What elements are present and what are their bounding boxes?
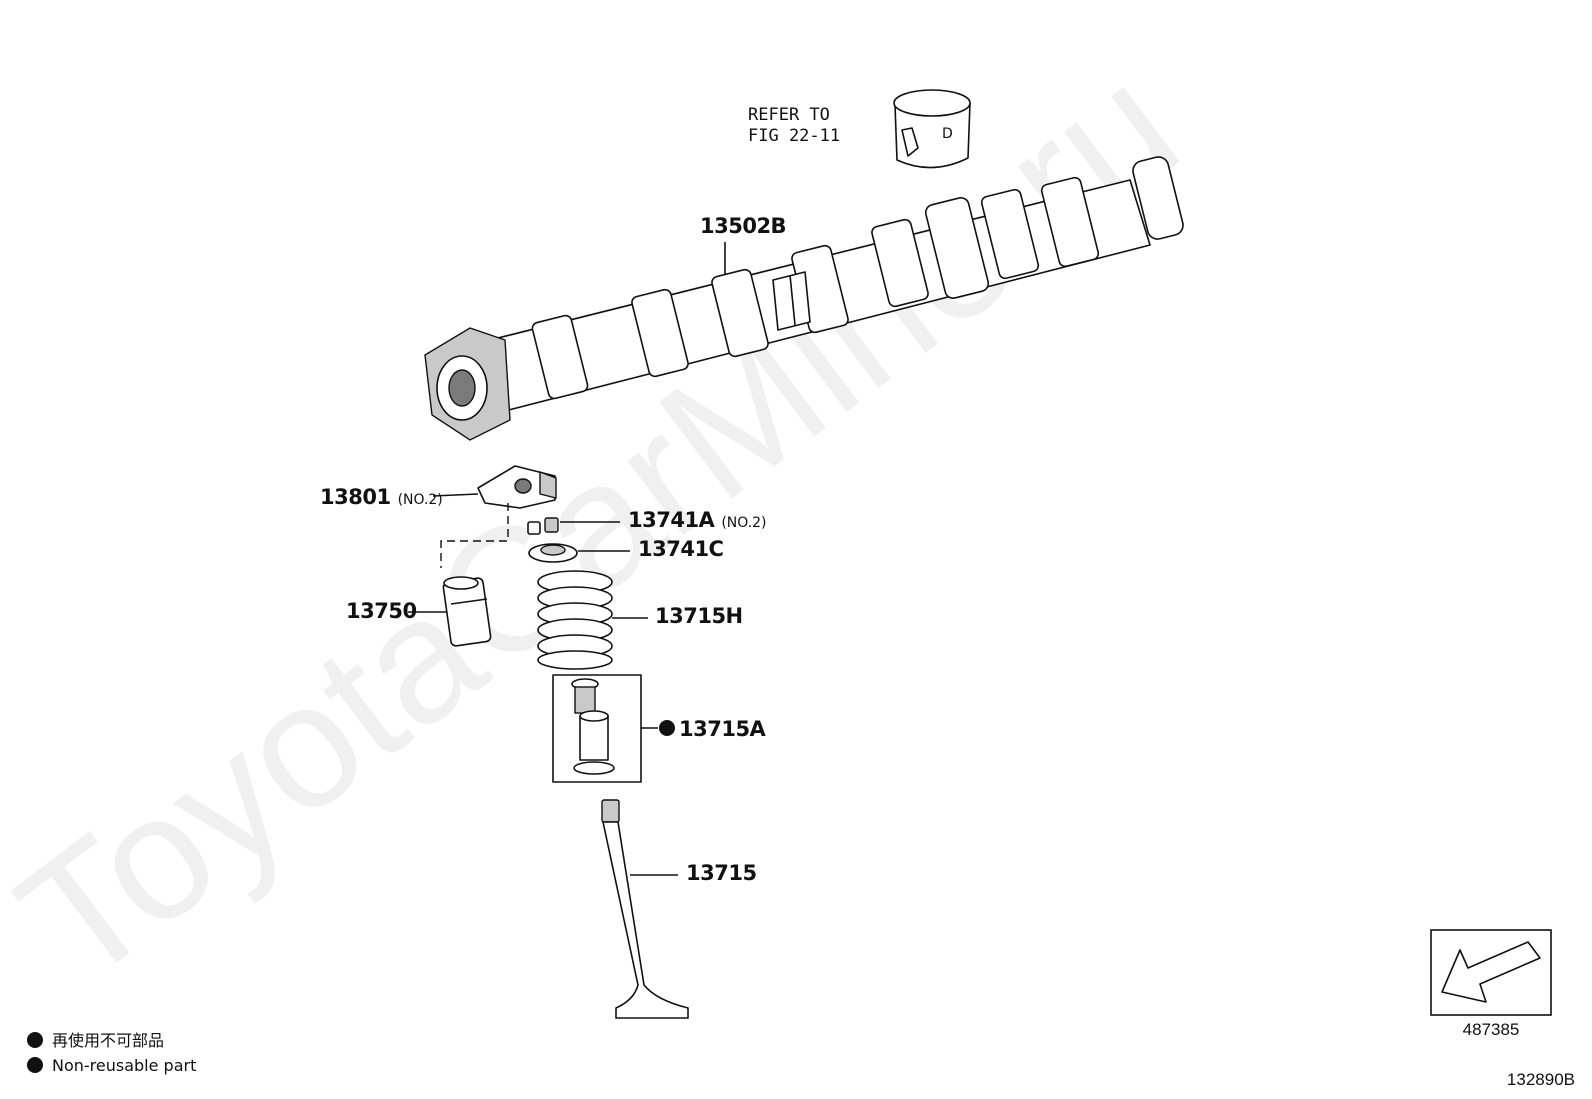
refer-line2: FIG 22-11 bbox=[748, 126, 840, 146]
lifter-mark-icon: D bbox=[942, 126, 953, 142]
label-13741A[interactable]: 13741A (NO.2) bbox=[628, 508, 767, 532]
camshaft-sprocket-end bbox=[424, 327, 511, 441]
legend-bullet-icon bbox=[27, 1032, 43, 1048]
label-13715[interactable]: 13715 bbox=[686, 861, 757, 885]
non-reusable-icon bbox=[659, 720, 675, 736]
camshaft[interactable] bbox=[424, 155, 1185, 441]
valve[interactable] bbox=[601, 799, 689, 1019]
spring-retainer[interactable] bbox=[528, 543, 578, 563]
valve-keepers[interactable] bbox=[527, 517, 559, 535]
label-13741C[interactable]: 13741C bbox=[638, 537, 724, 561]
front-box-code: 487385 bbox=[1463, 1020, 1520, 1039]
label-13750[interactable]: 13750 bbox=[346, 599, 417, 623]
legend: 再使用不可部品 Non-reusable part bbox=[27, 1031, 196, 1075]
watermark: ToyotaCarMine.ru bbox=[0, 28, 1212, 1020]
legend-bullet-icon bbox=[27, 1057, 43, 1073]
camshaft-lobes bbox=[531, 156, 1184, 400]
front-direction-box: 487385 bbox=[1430, 929, 1552, 1039]
figure-code: 132890B bbox=[1507, 1070, 1575, 1089]
front-arrow-icon bbox=[1441, 941, 1541, 1003]
refer-line1: REFER TO bbox=[748, 105, 830, 125]
label-13715A[interactable]: 13715A bbox=[659, 717, 767, 741]
legend-en: Non-reusable part bbox=[52, 1056, 196, 1075]
label-13715H[interactable]: 13715H bbox=[655, 604, 743, 628]
rocker-arm[interactable] bbox=[477, 465, 557, 509]
valve-spring[interactable] bbox=[537, 570, 613, 670]
label-13801[interactable]: 13801 (NO.2) bbox=[320, 485, 443, 509]
legend-ja: 再使用不可部品 bbox=[52, 1031, 164, 1050]
label-13715A-text: 13715A bbox=[679, 717, 767, 741]
stem-oil-seal[interactable] bbox=[552, 674, 642, 783]
refer-note[interactable]: REFER TO FIG 22-11 bbox=[748, 105, 840, 146]
lash-adjuster[interactable] bbox=[442, 576, 492, 647]
label-13502B[interactable]: 13502B bbox=[700, 214, 787, 238]
valve-lifter-ref[interactable]: D bbox=[893, 89, 971, 169]
